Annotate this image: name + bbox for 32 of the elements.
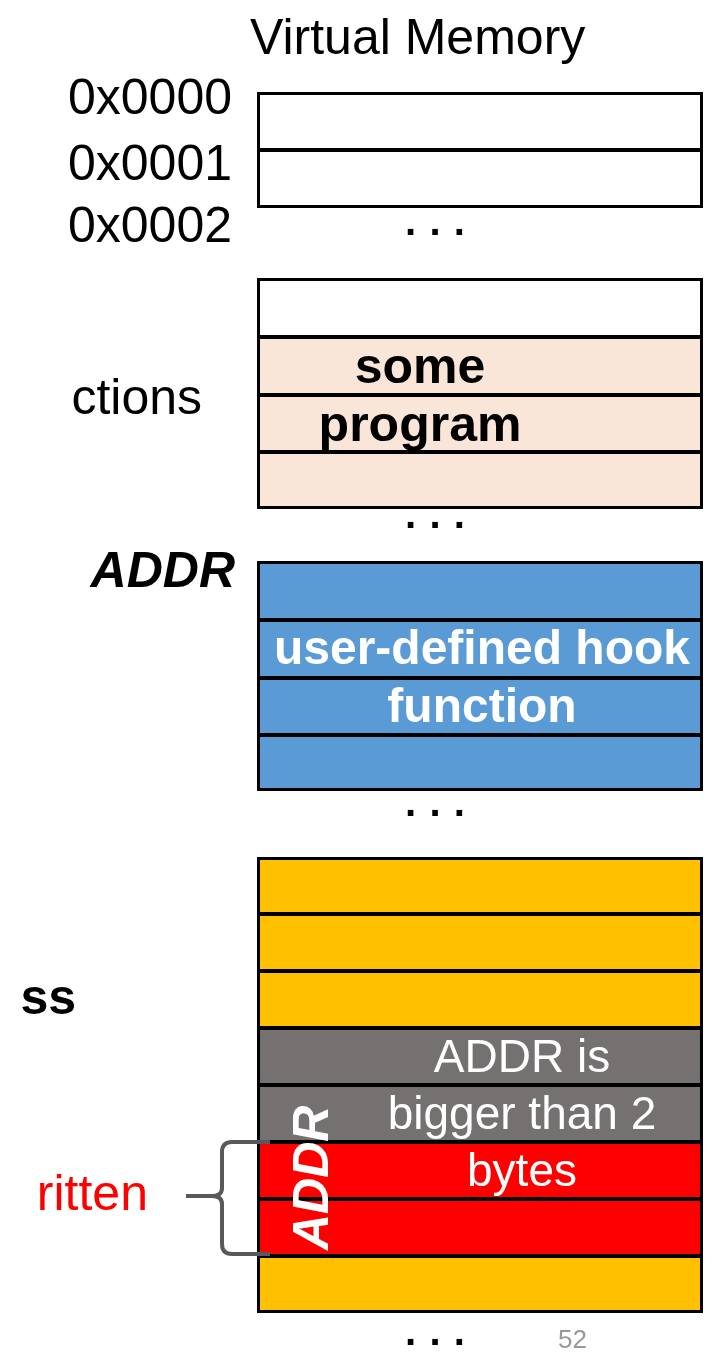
block-label: ADDR is bigger than 2 bytes <box>386 1029 658 1198</box>
block-label: some program <box>317 337 523 453</box>
memory-cell <box>257 857 703 915</box>
memory-cell <box>257 149 703 208</box>
ellipsis: · · · <box>405 793 469 833</box>
memory-cell <box>257 92 703 151</box>
ellipsis: · · · <box>405 505 469 545</box>
side-label: ss <box>19 972 76 1022</box>
memory-cell <box>257 677 703 736</box>
memory-cell <box>257 336 703 396</box>
memory-cell <box>257 619 703 679</box>
side-label: ctions <box>70 372 202 422</box>
block-label: user-defined hook function <box>272 620 691 734</box>
memory-cell <box>257 278 703 338</box>
memory-cell <box>257 970 703 1029</box>
memory-cell <box>257 561 703 621</box>
memory-cell <box>257 1027 703 1086</box>
memory-cell <box>257 451 703 509</box>
memory-cell <box>257 913 703 972</box>
address-label: 0x0002 <box>66 200 232 250</box>
page-number: 52 <box>558 1326 588 1352</box>
memory-cell <box>257 1255 703 1313</box>
side-label: ADDR <box>88 545 235 595</box>
side-label: ritten <box>35 1168 148 1218</box>
ellipsis: · · · <box>405 212 469 252</box>
memory-cell <box>257 734 703 791</box>
ellipsis: · · · <box>405 1322 469 1359</box>
address-label: 0x0001 <box>66 138 232 188</box>
address-label: 0x0000 <box>66 72 232 122</box>
memory-cell <box>257 394 703 453</box>
vertical-label: ADDR <box>286 1105 336 1250</box>
heading: Virtual Memory <box>250 12 587 62</box>
